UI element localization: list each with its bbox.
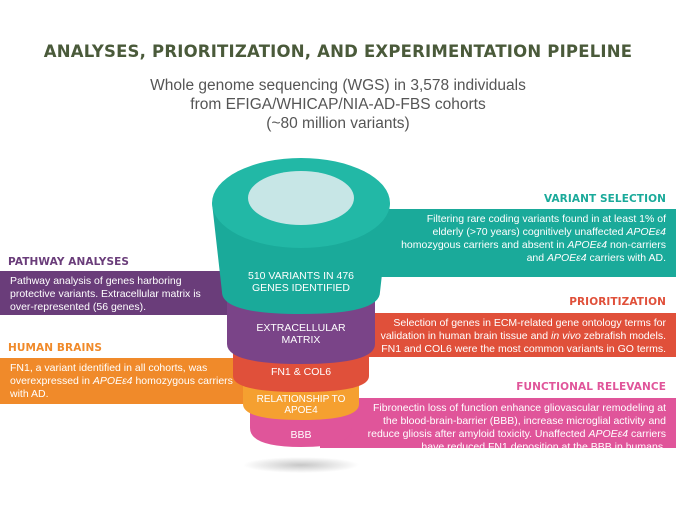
funnel-label-bbb: BBB — [290, 429, 312, 441]
funnel-shadow — [243, 457, 359, 473]
pipeline-subtitle: Whole genome sequencing (WGS) in 3,578 i… — [0, 76, 676, 133]
description-functional-relevance: Fibronectin loss of function enhance gli… — [367, 402, 666, 453]
page-title: ANALYSES, PRIORITIZATION, AND EXPERIMENT… — [43, 42, 633, 61]
heading-variant-selection: VARIANT SELECTION — [543, 193, 666, 205]
subtitle-line-2: from EFIGA/WHICAP/NIA-AD-FBS cohorts — [190, 96, 486, 113]
description-human-brains: FN1, a variant identified in all cohorts… — [10, 362, 233, 400]
heading-human-brains: HUMAN BRAINS — [8, 342, 103, 354]
funnel-label-relationship: RELATIONSHIP TO APOE4 — [256, 394, 346, 416]
funnel-label-fn1-col6: FN1 & COL6 — [270, 366, 332, 378]
band-functional-relevance — [320, 398, 676, 448]
funnel-label-ecm: EXTRACELLULAR MATRIX — [256, 322, 346, 346]
funnel-label-variants: 510 VARIANTS IN 476 GENES IDENTIFIED — [247, 270, 355, 294]
subtitle-line-3: (~80 million variants) — [266, 115, 410, 132]
band-prioritization — [320, 313, 676, 357]
funnel-top-opening — [248, 171, 354, 225]
subtitle-line-1: Whole genome sequencing (WGS) in 3,578 i… — [150, 77, 526, 94]
band-variant-selection — [360, 209, 676, 277]
heading-prioritization: PRIORITIZATION — [569, 296, 666, 308]
description-prioritization: Selection of genes in ECM-related gene o… — [380, 317, 666, 355]
description-variant-selection: Filtering rare coding variants found in … — [401, 213, 666, 264]
description-pathway-analyses: Pathway analysis of genes harboring prot… — [10, 275, 201, 313]
heading-pathway-analyses: PATHWAY ANALYSES — [8, 256, 130, 268]
funnel-layer-ecm — [227, 300, 375, 364]
heading-functional-relevance: FUNCTIONAL RELEVANCE — [516, 381, 666, 393]
